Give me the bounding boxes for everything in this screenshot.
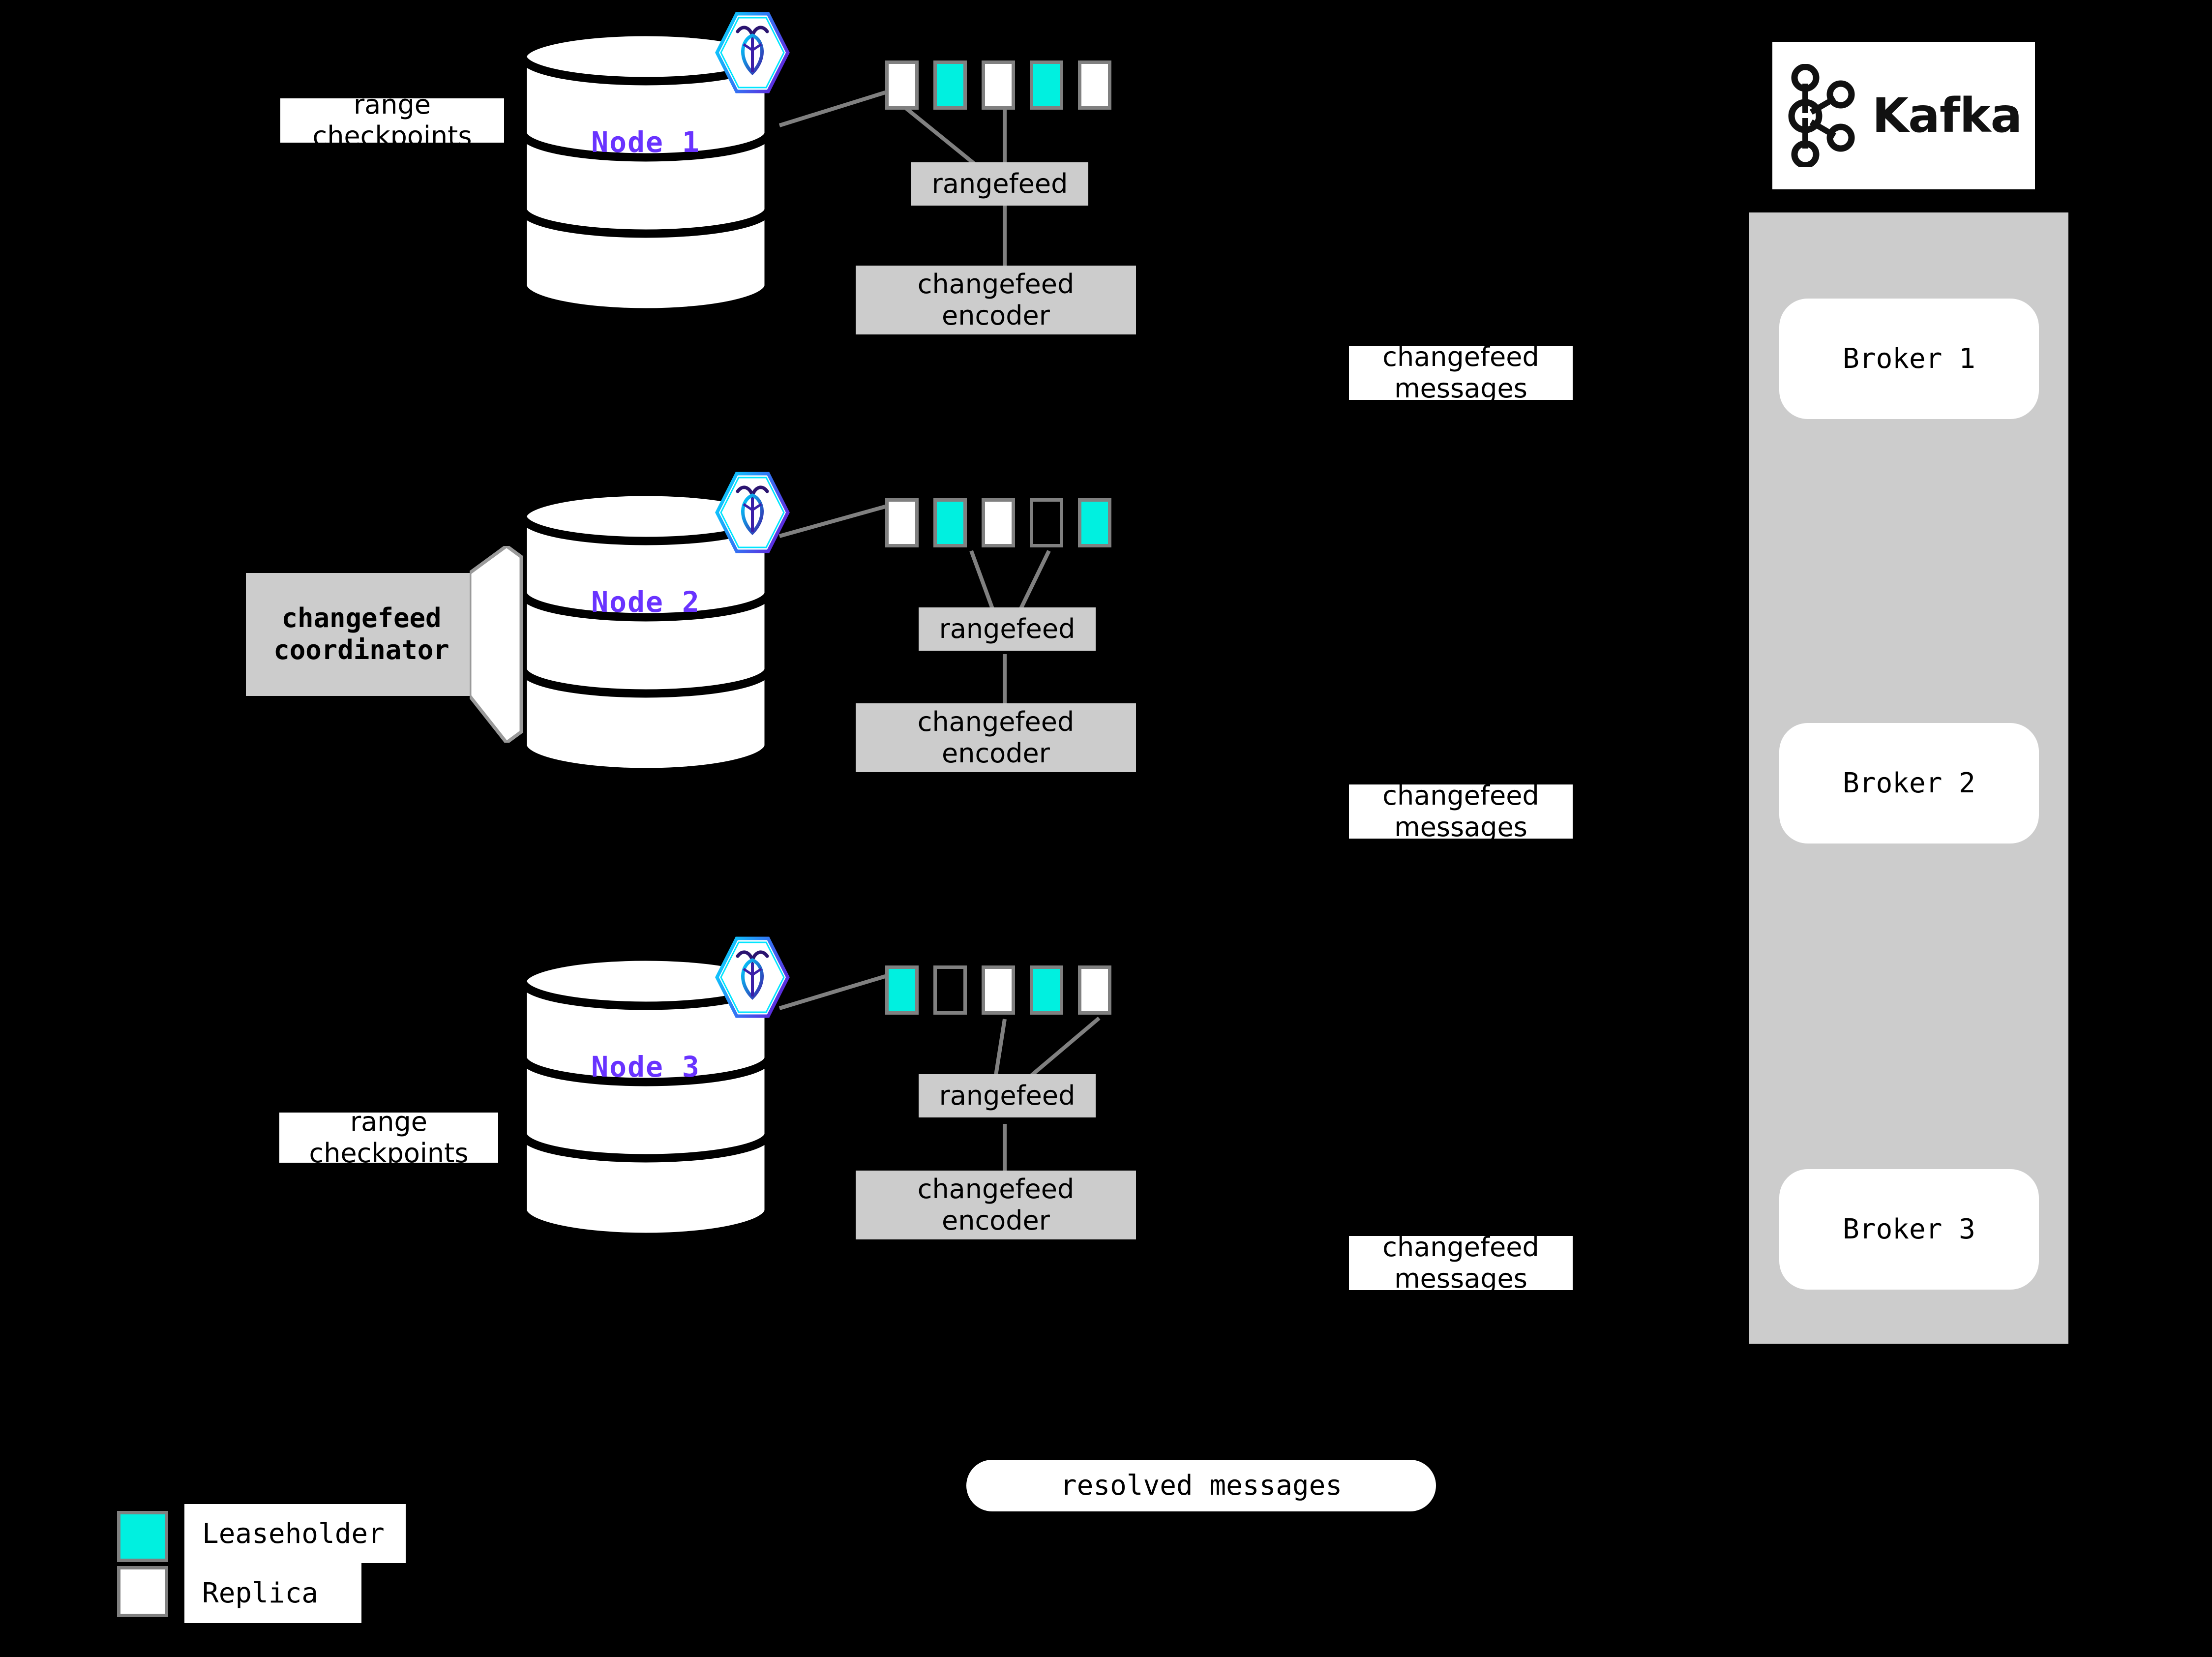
node-1-label: Node 1 bbox=[591, 125, 700, 159]
cockroachdb-hex-icon bbox=[713, 470, 792, 556]
node-2-replica-3[interactable] bbox=[982, 498, 1015, 547]
node-3-encoder-line1: changefeed bbox=[917, 1174, 1075, 1205]
coordinator-line1: changefeed bbox=[281, 603, 442, 634]
range-checkpoints-top-callout: range checkpoints bbox=[280, 98, 504, 143]
range-checkpoints-top-line1: range bbox=[353, 98, 431, 121]
legend-label-leaseholder: Leaseholder bbox=[184, 1504, 406, 1563]
changefeed-messages-callout-2: changefeed messages bbox=[1349, 784, 1573, 839]
range-checkpoints-bottom-callout: range checkpoints bbox=[279, 1113, 498, 1163]
cockroachdb-hex-icon bbox=[713, 934, 792, 1021]
node-2-replica-4[interactable] bbox=[1030, 498, 1063, 547]
changefeed-messages-1-line1: changefeed bbox=[1382, 346, 1539, 373]
node-3-encoder-line2: encoder bbox=[942, 1205, 1050, 1236]
node-3-replica-2[interactable] bbox=[933, 965, 967, 1015]
node-2-replica-2[interactable] bbox=[933, 498, 967, 547]
range-checkpoints-top-line2: checkpoints bbox=[312, 121, 472, 143]
node-1-encoder-line2: encoder bbox=[942, 300, 1050, 331]
kafka-broker-3[interactable]: Broker 3 bbox=[1779, 1169, 2039, 1290]
changefeed-messages-1-line2: messages bbox=[1394, 373, 1527, 400]
node-1-replica-5[interactable] bbox=[1078, 60, 1111, 110]
legend-label-replica: Replica bbox=[184, 1563, 361, 1623]
changefeed-messages-callout-1: changefeed messages bbox=[1349, 346, 1573, 400]
resolved-messages-pill: resolved messages bbox=[966, 1460, 1436, 1511]
node-3-rangefeed-box[interactable]: rangefeed bbox=[919, 1074, 1096, 1117]
node-2-encoder-line2: encoder bbox=[942, 738, 1050, 769]
node-3-label: Node 3 bbox=[591, 1050, 700, 1084]
node-1-replica-3[interactable] bbox=[982, 60, 1015, 110]
node-2-encoder-line1: changefeed bbox=[917, 706, 1075, 738]
kafka-broker-panel: Broker 1 Broker 2 Broker 3 bbox=[1749, 212, 2068, 1344]
changefeed-messages-3-line1: changefeed bbox=[1382, 1236, 1539, 1263]
node-2-rangefeed-box[interactable]: rangefeed bbox=[919, 607, 1096, 651]
node-1-replica-1[interactable] bbox=[885, 60, 919, 110]
changefeed-coordinator-box: changefeed coordinator bbox=[246, 573, 477, 696]
changefeed-messages-callout-3: changefeed messages bbox=[1349, 1236, 1573, 1290]
legend-swatch-leaseholder bbox=[117, 1511, 168, 1562]
coordinator-line2: coordinator bbox=[273, 634, 449, 665]
range-checkpoints-bottom-line1: range bbox=[350, 1113, 428, 1138]
node-2-replica-1[interactable] bbox=[885, 498, 919, 547]
node-3-replica-3[interactable] bbox=[982, 965, 1015, 1015]
changefeed-messages-3-line2: messages bbox=[1394, 1263, 1527, 1290]
node-3-replica-5[interactable] bbox=[1078, 965, 1111, 1015]
kafka-node-graph-icon bbox=[1788, 64, 1855, 167]
changefeed-messages-2-line2: messages bbox=[1394, 812, 1527, 839]
range-checkpoints-bottom-line2: checkpoints bbox=[309, 1138, 469, 1163]
cockroachdb-hex-icon bbox=[713, 10, 792, 96]
legend-swatch-replica bbox=[117, 1566, 168, 1617]
kafka-wordmark: Kafka bbox=[1872, 88, 2023, 143]
node-1-replica-4[interactable] bbox=[1030, 60, 1063, 110]
node-3-replica-1[interactable] bbox=[885, 965, 919, 1015]
node-2-label: Node 2 bbox=[591, 585, 700, 619]
kafka-broker-1[interactable]: Broker 1 bbox=[1779, 299, 2039, 419]
kafka-logo: Kafka bbox=[1772, 42, 2035, 189]
node-1-changefeed-encoder-box[interactable]: changefeed encoder bbox=[856, 266, 1136, 334]
node-1-replica-2[interactable] bbox=[933, 60, 967, 110]
changefeed-messages-2-line1: changefeed bbox=[1382, 784, 1539, 812]
node-2-replica-5[interactable] bbox=[1078, 498, 1111, 547]
coordinator-flag-flap bbox=[468, 543, 524, 745]
node-2-cylinder bbox=[518, 489, 774, 772]
node-2-changefeed-encoder-box[interactable]: changefeed encoder bbox=[856, 703, 1136, 772]
kafka-broker-2[interactable]: Broker 2 bbox=[1779, 723, 2039, 844]
node-3-changefeed-encoder-box[interactable]: changefeed encoder bbox=[856, 1171, 1136, 1239]
node-3-replica-4[interactable] bbox=[1030, 965, 1063, 1015]
node-3-cylinder bbox=[518, 954, 774, 1237]
node-1-cylinder bbox=[518, 30, 774, 312]
node-1-rangefeed-box[interactable]: rangefeed bbox=[911, 162, 1088, 206]
node-1-encoder-line1: changefeed bbox=[917, 269, 1075, 300]
